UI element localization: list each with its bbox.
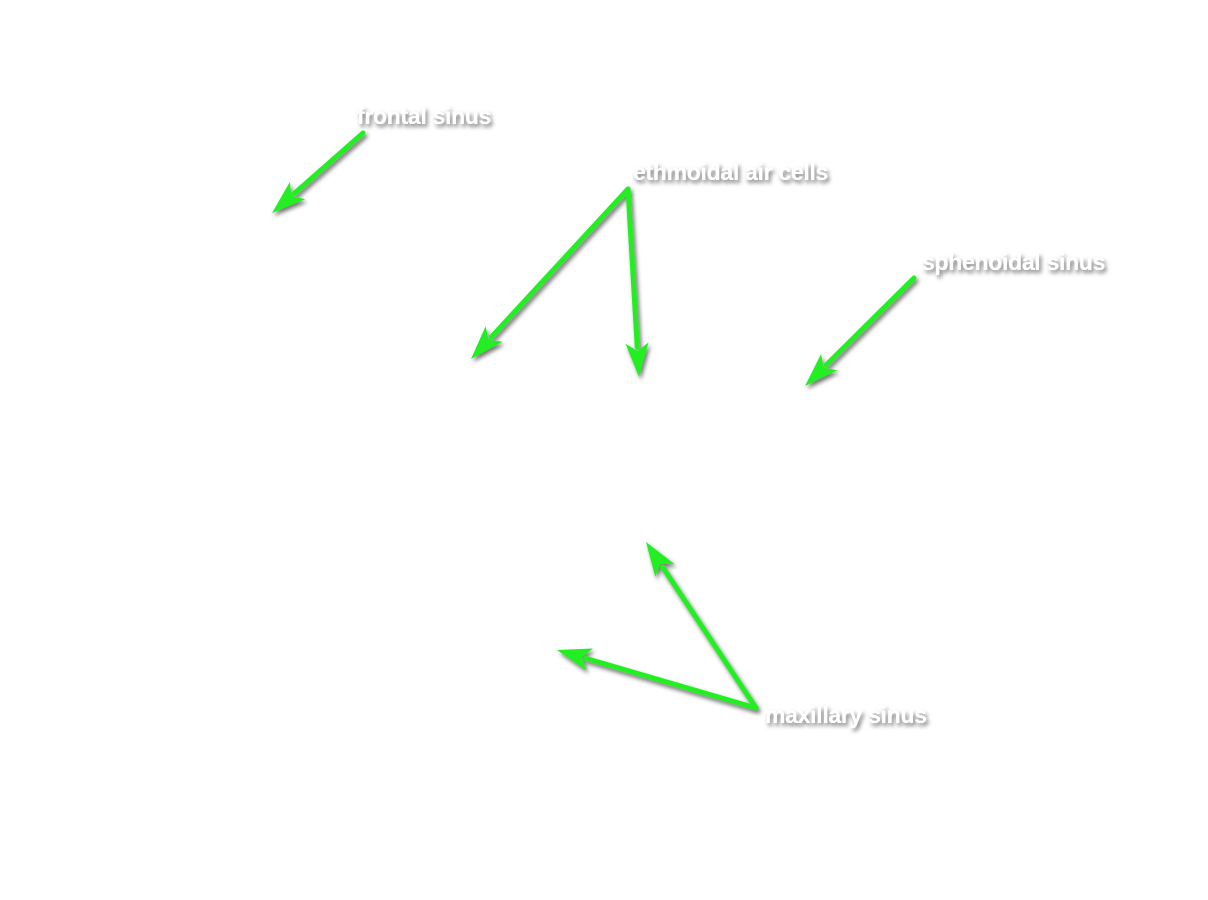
arrow-shaft bbox=[625, 186, 640, 350]
arrow-head bbox=[625, 342, 649, 377]
labels-layer: frontal sinus ethmoidal air cells spheno… bbox=[357, 103, 1105, 728]
arrow-head bbox=[272, 181, 306, 213]
arrow-head bbox=[471, 326, 503, 359]
sphenoidal-sinus-label: sphenoidal sinus bbox=[922, 249, 1105, 275]
arrow-head bbox=[646, 542, 675, 577]
arrow-shaft bbox=[823, 275, 917, 368]
maxillary-sinus-arrow-1 bbox=[646, 542, 759, 711]
sphenoidal-sinus-arrow bbox=[805, 275, 917, 386]
arrow-head bbox=[805, 353, 838, 386]
maxillary-sinus-label: maxillary sinus bbox=[765, 702, 927, 728]
arrows-layer bbox=[272, 130, 917, 711]
ethmoidal-air-cells-label: ethmoidal air cells bbox=[633, 159, 828, 185]
ethmoidal-air-cells-arrow-1 bbox=[471, 186, 631, 359]
arrow-shaft bbox=[292, 130, 366, 196]
arrow-head bbox=[557, 648, 593, 671]
maxillary-sinus-arrow-2 bbox=[557, 648, 759, 711]
arrow-shaft bbox=[488, 186, 631, 340]
frontal-sinus-label: frontal sinus bbox=[357, 103, 491, 129]
frontal-sinus-arrow bbox=[272, 130, 366, 213]
ethmoidal-air-cells-arrow-2 bbox=[625, 186, 649, 377]
arrow-shaft bbox=[660, 564, 759, 711]
arrow-shaft bbox=[583, 655, 759, 711]
